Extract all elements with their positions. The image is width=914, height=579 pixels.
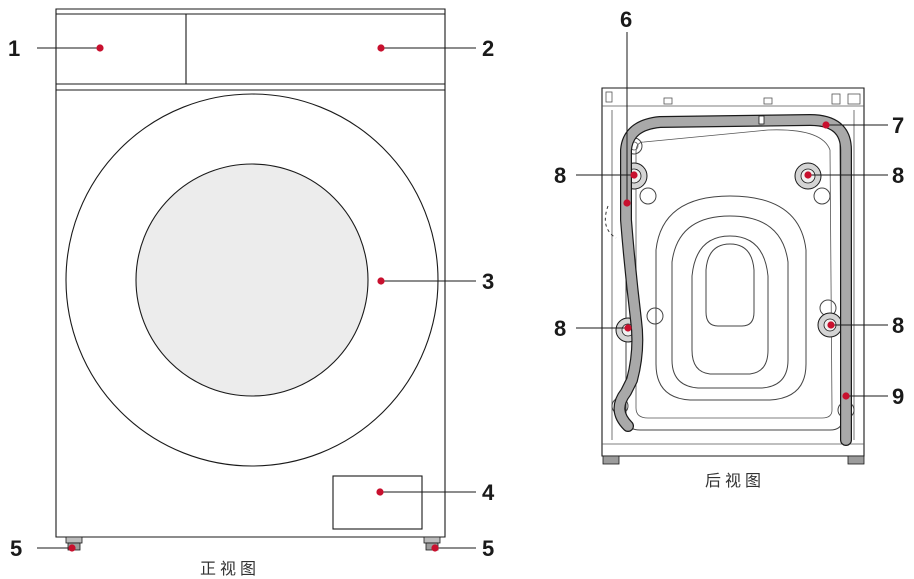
door-ring xyxy=(65,93,439,467)
tub-inner-shape xyxy=(691,235,769,375)
callout-dot-6 xyxy=(623,199,631,207)
front-view: 1 2 3 4 5 5 正视图 xyxy=(8,8,495,578)
callout-label-8-upper-left: 8 xyxy=(554,163,566,188)
rear-view: 6 7 8 8 8 8 9 后视图 xyxy=(554,7,904,490)
callout-dot-7 xyxy=(822,121,830,129)
callout-label-7: 7 xyxy=(892,113,904,138)
callout-label-4: 4 xyxy=(482,480,495,505)
callout-dot-5-right xyxy=(431,544,439,552)
callout-dot-8-lower-right xyxy=(827,321,835,329)
back-plate-inner xyxy=(635,129,833,419)
front-view-caption: 正视图 xyxy=(200,559,260,578)
callout-dot-2 xyxy=(377,44,385,52)
top-clips xyxy=(605,91,861,105)
callout-dot-8-upper-left xyxy=(630,171,638,179)
callout-dot-1 xyxy=(96,44,104,52)
callout-dot-8-lower-left xyxy=(624,324,632,332)
callout-label-1: 1 xyxy=(8,36,20,61)
callout-label-6: 6 xyxy=(620,7,632,32)
callout-dot-4 xyxy=(376,488,384,496)
callout-dot-9 xyxy=(842,392,850,400)
callout-label-8-upper-right: 8 xyxy=(892,163,904,188)
rear-view-caption: 后视图 xyxy=(705,471,765,490)
callout-dot-8-upper-right xyxy=(804,171,812,179)
front-cabinet xyxy=(55,8,446,538)
tub-center-window xyxy=(705,243,755,327)
callout-label-9: 9 xyxy=(892,384,904,409)
callout-label-8-lower-right: 8 xyxy=(892,313,904,338)
door-glass xyxy=(135,163,369,397)
callout-label-8-lower-left: 8 xyxy=(554,316,566,341)
rear-side-rails xyxy=(611,110,855,440)
service-panel xyxy=(332,475,423,530)
tub-middle-shape xyxy=(671,215,789,389)
callout-dot-5-left xyxy=(68,544,76,552)
callout-label-5-right: 5 xyxy=(482,536,494,561)
rear-feet xyxy=(602,455,865,465)
mounting-bosses xyxy=(615,162,843,343)
callout-label-2: 2 xyxy=(482,36,494,61)
callout-label-3: 3 xyxy=(482,269,494,294)
callout-label-5-left: 5 xyxy=(10,536,22,561)
tub-outer-shape xyxy=(655,195,807,401)
callout-dot-3 xyxy=(377,277,385,285)
drain-hose xyxy=(604,114,852,446)
